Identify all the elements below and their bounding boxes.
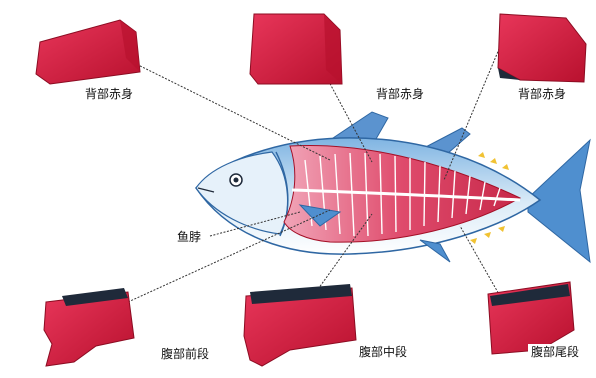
- label-back-right: 背部赤身: [515, 86, 569, 102]
- label-belly-middle: 腹部中段: [356, 344, 410, 360]
- fish-pupil: [234, 178, 239, 183]
- leader-belly-tail: [460, 226, 500, 296]
- label-back-center: 背部赤身: [373, 86, 427, 102]
- cut-back-left: [36, 20, 140, 84]
- fish-head: [196, 152, 288, 234]
- tuna-fish-illustration: [196, 112, 590, 262]
- anal-fin: [420, 240, 450, 262]
- cut-back-center: [250, 14, 342, 84]
- cut-back-right: [498, 14, 586, 82]
- label-belly-tail: 腹部尾段: [528, 344, 582, 360]
- leader-back-right: [444, 42, 502, 180]
- cut-belly-middle: [244, 284, 356, 366]
- label-back-left: 背部赤身: [82, 86, 136, 102]
- label-neck: 鱼脖: [174, 229, 204, 245]
- label-belly-front: 腹部前段: [158, 346, 212, 362]
- cut-belly-front: [44, 288, 134, 366]
